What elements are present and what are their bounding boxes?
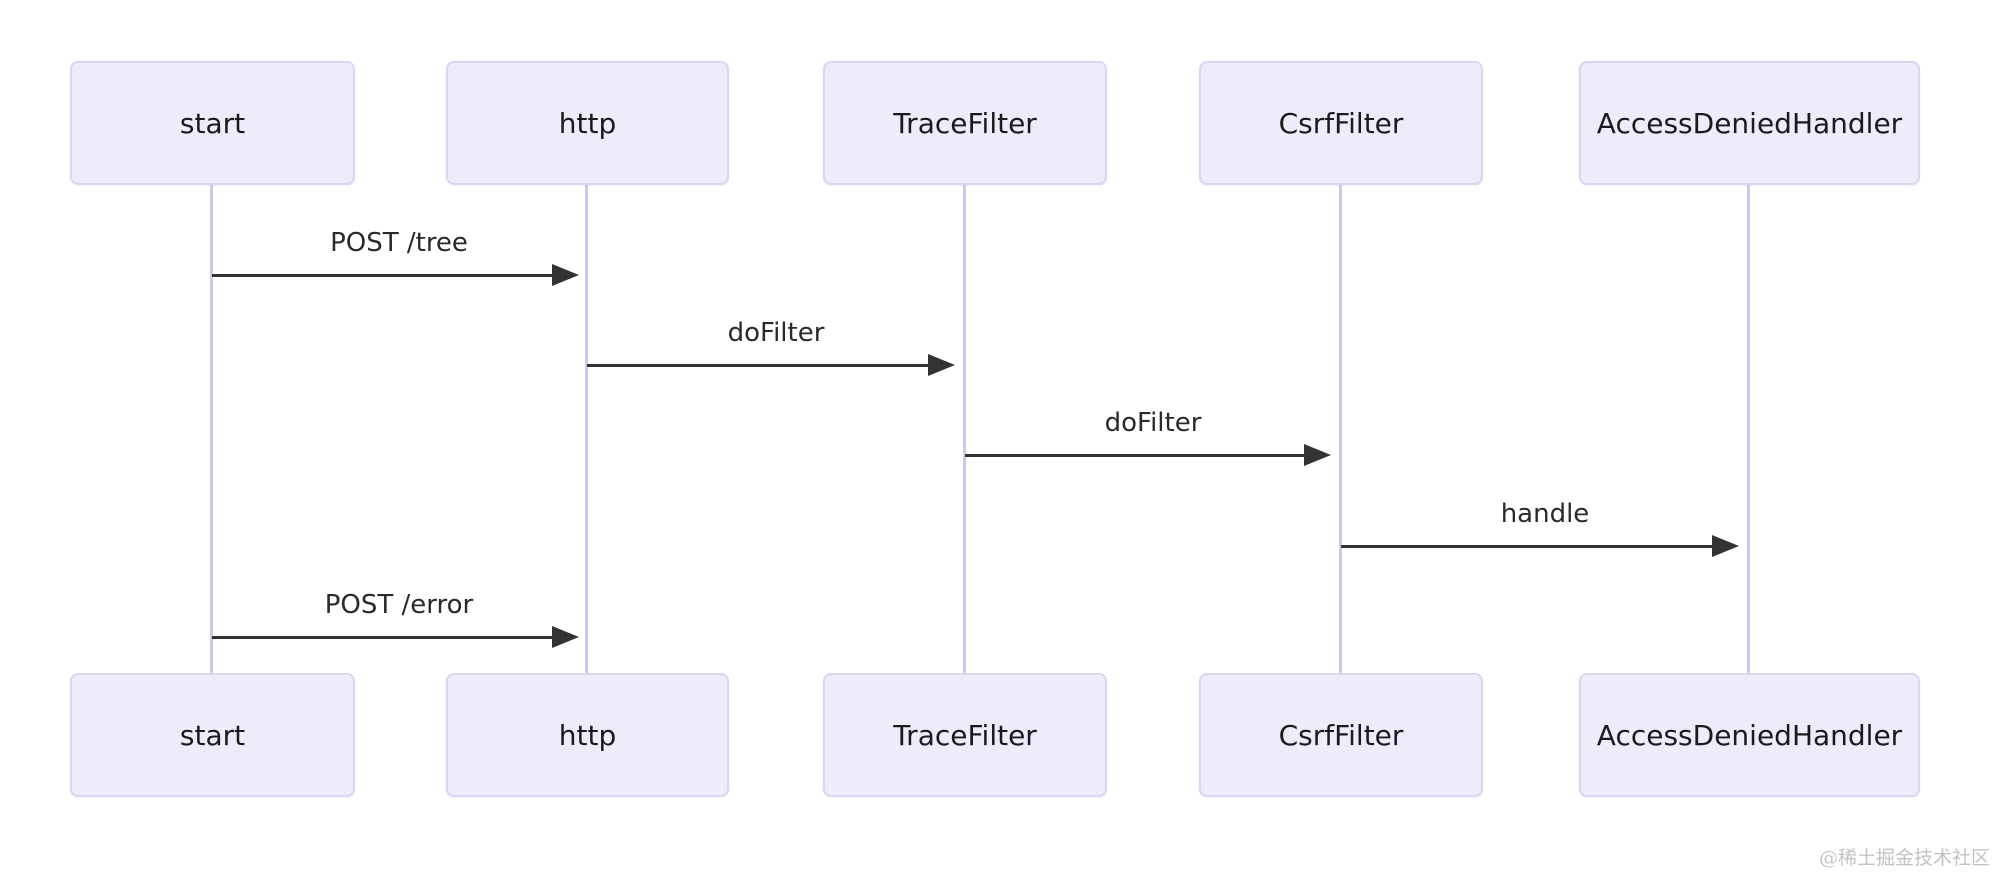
watermark-text: @稀土掘金技术社区 bbox=[1818, 847, 1990, 869]
participant-top-tracefilter: TraceFilter bbox=[823, 61, 1107, 185]
lifeline-http bbox=[585, 184, 588, 674]
arrowhead-icon bbox=[1712, 535, 1739, 557]
participant-bottom-tracefilter: TraceFilter bbox=[823, 673, 1107, 797]
participant-bottom-start: start bbox=[70, 673, 355, 797]
arrowhead-icon bbox=[552, 626, 579, 648]
message-line-post-tree bbox=[212, 274, 554, 277]
message-label-dofilter-2: doFilter bbox=[1104, 408, 1202, 438]
message-label-dofilter-1: doFilter bbox=[727, 318, 825, 348]
lifeline-start bbox=[210, 184, 213, 674]
participant-top-http: http bbox=[446, 61, 729, 185]
message-line-handle bbox=[1341, 545, 1714, 548]
arrowhead-icon bbox=[552, 264, 579, 286]
arrowhead-icon bbox=[1304, 444, 1331, 466]
participant-top-accessdeniedhandler: AccessDeniedHandler bbox=[1579, 61, 1920, 185]
arrowhead-icon bbox=[928, 354, 955, 376]
participant-top-csrffilter: CsrfFilter bbox=[1199, 61, 1483, 185]
message-label-post-error: POST /error bbox=[324, 590, 474, 620]
participant-bottom-http: http bbox=[446, 673, 729, 797]
message-label-handle: handle bbox=[1500, 499, 1590, 529]
message-line-dofilter-2 bbox=[965, 454, 1306, 457]
participant-bottom-accessdeniedhandler: AccessDeniedHandler bbox=[1579, 673, 1920, 797]
lifeline-accessdeniedhandler bbox=[1747, 184, 1750, 674]
participant-top-start: start bbox=[70, 61, 355, 185]
message-line-post-error bbox=[212, 636, 554, 639]
participant-bottom-csrffilter: CsrfFilter bbox=[1199, 673, 1483, 797]
message-label-post-tree: POST /tree bbox=[330, 228, 468, 258]
lifeline-tracefilter bbox=[963, 184, 966, 674]
lifeline-csrffilter bbox=[1339, 184, 1342, 674]
message-line-dofilter-1 bbox=[587, 364, 930, 367]
